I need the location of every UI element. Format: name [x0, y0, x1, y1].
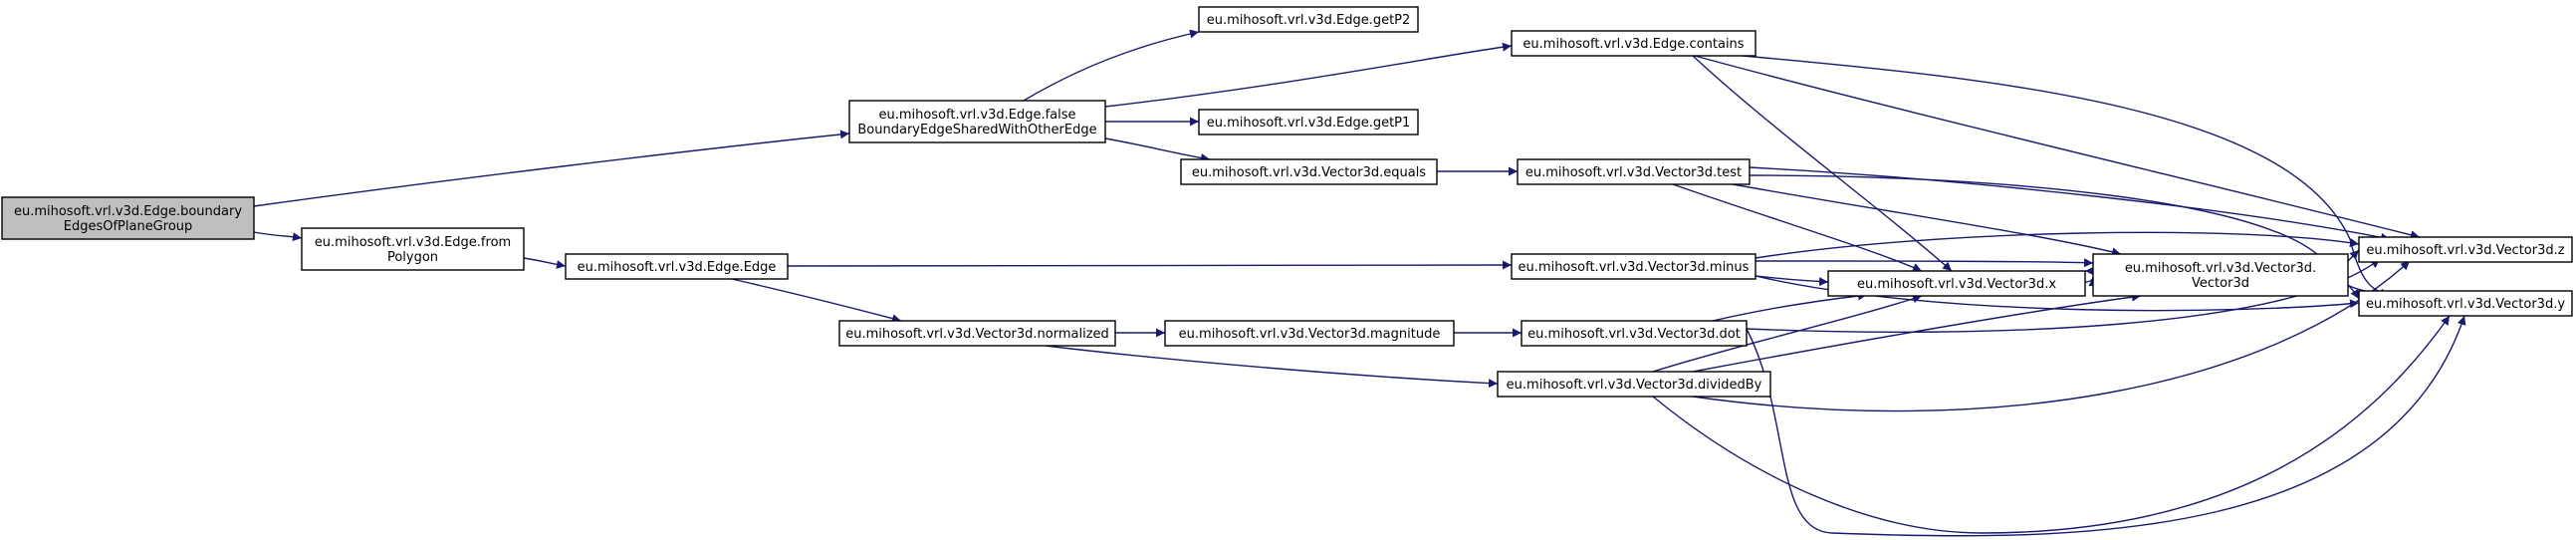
node-box	[1497, 371, 1771, 398]
edge-dividedBy-to-x	[1652, 294, 1923, 373]
node-dot[interactable]: eu.mihosoft.vrl.v3d.Vector3d.dot	[1521, 320, 1748, 347]
node-label: eu.mihosoft.vrl.v3d.Edge.false	[878, 108, 1075, 123]
node-label: eu.mihosoft.vrl.v3d.Vector3d.dot	[1527, 327, 1741, 342]
node-box	[565, 253, 789, 280]
node-getP1[interactable]: eu.mihosoft.vrl.v3d.Edge.getP1	[1198, 109, 1419, 135]
node-label: Polygon	[387, 250, 438, 265]
edge-minus-to-vctor	[1755, 258, 2094, 268]
node-box	[301, 227, 525, 271]
node-label: eu.mihosoft.vrl.v3d.Edge.from	[315, 235, 511, 250]
edge-dividedBy-to-z	[1692, 260, 2411, 412]
node-label: eu.mihosoft.vrl.v3d.Vector3d.minus	[1519, 260, 1750, 275]
node-dividedBy[interactable]: eu.mihosoft.vrl.v3d.Vector3d.dividedBy	[1497, 371, 1771, 398]
node-label: eu.mihosoft.vrl.v3d.Vector3d.dividedBy	[1507, 378, 1762, 393]
nodes-layer: eu.mihosoft.vrl.v3d.Edge.boundaryEdgesOf…	[1, 6, 2573, 398]
node-box	[1164, 320, 1455, 347]
node-label: eu.mihosoft.vrl.v3d.Vector3d.normalized	[845, 327, 1109, 342]
node-normalized[interactable]: eu.mihosoft.vrl.v3d.Vector3d.normalized	[838, 320, 1116, 347]
node-box	[848, 100, 1106, 143]
node-getP2[interactable]: eu.mihosoft.vrl.v3d.Edge.getP2	[1198, 6, 1419, 33]
node-box	[1511, 253, 1756, 280]
node-box	[2358, 290, 2573, 317]
node-label: eu.mihosoft.vrl.v3d.Vector3d.	[2125, 261, 2316, 276]
edge-fromPolygon-to-edgeCtor	[523, 257, 567, 269]
node-label: eu.mihosoft.vrl.v3d.Vector3d.x	[1857, 277, 2056, 292]
node-box	[1517, 158, 1751, 185]
node-edgeCtor[interactable]: eu.mihosoft.vrl.v3d.Edge.Edge	[565, 253, 789, 280]
node-label: eu.mihosoft.vrl.v3d.Edge.getP1	[1207, 116, 1411, 131]
node-box	[2358, 236, 2573, 263]
edge-dividedBy-to-y	[1652, 315, 2451, 534]
node-falseBoundary[interactable]: eu.mihosoft.vrl.v3d.Edge.falseBoundaryEd…	[848, 100, 1106, 143]
node-box	[1180, 158, 1438, 185]
node-magnitude[interactable]: eu.mihosoft.vrl.v3d.Vector3d.magnitude	[1164, 320, 1455, 347]
edge-x-to-vctor	[2084, 276, 2098, 287]
edge-test-to-x	[1672, 183, 1923, 272]
edge-dividedBy-to-vctor	[1692, 292, 2142, 373]
node-z[interactable]: eu.mihosoft.vrl.v3d.Vector3d.z	[2358, 236, 2573, 263]
node-minus[interactable]: eu.mihosoft.vrl.v3d.Vector3d.minus	[1511, 253, 1756, 280]
node-label: eu.mihosoft.vrl.v3d.Vector3d.z	[2366, 243, 2564, 258]
node-vctor[interactable]: eu.mihosoft.vrl.v3d.Vector3d.Vector3d	[2092, 253, 2349, 297]
node-box	[1827, 270, 2086, 297]
node-label: EdgesOfPlaneGroup	[64, 219, 193, 234]
edge-contains-to-z	[1694, 55, 2421, 240]
node-label: Vector3d	[2192, 276, 2249, 291]
node-label: eu.mihosoft.vrl.v3d.Edge.contains	[1522, 37, 1744, 52]
node-box	[1198, 109, 1419, 135]
edge-falseBoundary-to-equals	[1104, 137, 1211, 162]
node-box	[838, 320, 1116, 347]
node-test[interactable]: eu.mihosoft.vrl.v3d.Vector3d.test	[1517, 158, 1751, 185]
edge-vctor-to-y	[2347, 284, 2360, 300]
edge-dot-to-x	[1712, 291, 1868, 322]
edge-falseBoundary-to-contains	[1104, 42, 1513, 108]
node-label: eu.mihosoft.vrl.v3d.Vector3d.y	[2366, 297, 2565, 312]
edge-contains-to-x	[1692, 55, 1953, 272]
node-label: BoundaryEdgeSharedWithOtherEdge	[857, 123, 1096, 137]
node-box	[1198, 6, 1419, 33]
edges-layer	[253, 29, 2466, 537]
edge-dot-to-y	[1746, 315, 2466, 537]
edge-minus-to-z	[1755, 231, 2360, 259]
node-box	[2092, 253, 2349, 297]
node-x[interactable]: eu.mihosoft.vrl.v3d.Vector3d.x	[1827, 270, 2086, 297]
edge-normalized-to-dividedBy	[1045, 345, 1499, 389]
node-contains[interactable]: eu.mihosoft.vrl.v3d.Edge.contains	[1511, 30, 1756, 57]
edge-falseBoundary-to-getP2	[1023, 29, 1200, 102]
edge-test-to-vctor	[1732, 183, 2122, 257]
node-label: eu.mihosoft.vrl.v3d.Edge.getP2	[1207, 13, 1411, 28]
node-label: eu.mihosoft.vrl.v3d.Edge.Edge	[578, 260, 777, 275]
node-boundary[interactable]: eu.mihosoft.vrl.v3d.Edge.boundaryEdgesOf…	[1, 196, 255, 240]
edge-boundary-to-falseBoundary	[253, 130, 850, 207]
node-box	[1511, 30, 1756, 57]
node-box	[1521, 320, 1748, 347]
node-label: eu.mihosoft.vrl.v3d.Vector3d.magnitude	[1179, 327, 1441, 342]
node-label: eu.mihosoft.vrl.v3d.Vector3d.equals	[1192, 165, 1426, 180]
node-box	[1, 196, 255, 240]
node-equals[interactable]: eu.mihosoft.vrl.v3d.Vector3d.equals	[1180, 158, 1438, 185]
edge-edgeCtor-to-minus	[787, 260, 1513, 270]
edge-contains-to-y	[1742, 55, 2391, 298]
node-label: eu.mihosoft.vrl.v3d.Vector3d.test	[1525, 165, 1742, 180]
edge-edgeCtor-to-normalized	[731, 278, 902, 324]
node-y[interactable]: eu.mihosoft.vrl.v3d.Vector3d.y	[2358, 290, 2573, 317]
edge-vctor-to-z	[2347, 249, 2360, 262]
node-label: eu.mihosoft.vrl.v3d.Edge.boundary	[14, 204, 242, 219]
edge-test-to-z	[1749, 166, 2391, 242]
edge-minus-to-x	[1755, 275, 1829, 287]
edge-boundary-to-fromPolygon	[253, 231, 303, 242]
